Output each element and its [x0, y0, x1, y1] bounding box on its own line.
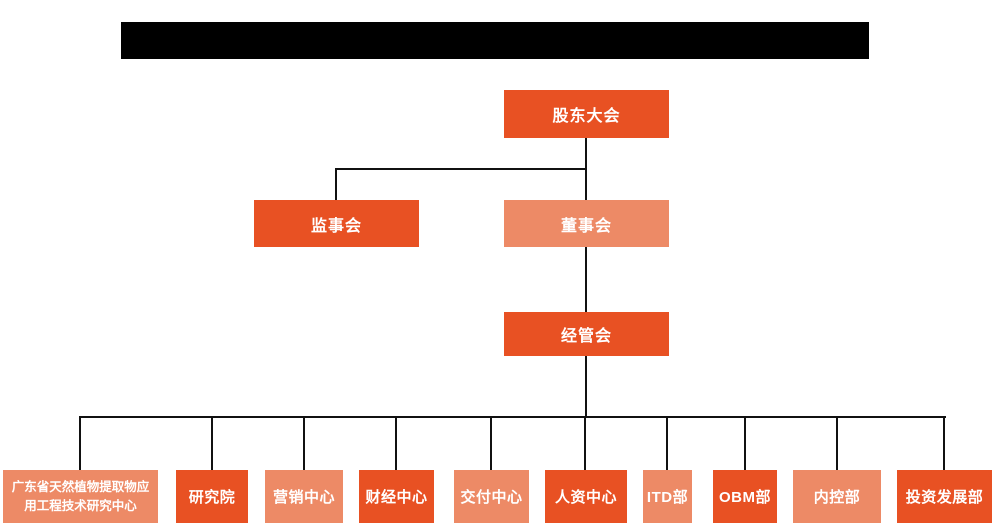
connector-drop-5 [490, 416, 492, 470]
connector-drop-4 [395, 416, 397, 470]
node-internal-control-dept: 内控部 [793, 470, 881, 523]
connector-drop-10 [943, 416, 945, 470]
node-management-committee: 经管会 [504, 312, 669, 356]
connector-drop-8 [744, 416, 746, 470]
connector-drop-2 [211, 416, 213, 470]
connector-supervisory-drop [335, 168, 337, 200]
connector-drop-9 [836, 416, 838, 470]
node-investment-development-dept: 投资发展部 [897, 470, 992, 523]
connector-board-to-management [585, 247, 587, 312]
node-supervisory-board: 监事会 [254, 200, 419, 247]
connector-drop-1 [79, 416, 81, 470]
connector-bus-horizontal [80, 416, 946, 418]
connector-branch-horizontal [335, 168, 587, 170]
node-finance-center: 财经中心 [359, 470, 434, 523]
node-shareholders-meeting: 股东大会 [504, 90, 669, 138]
connector-drop-7 [666, 416, 668, 470]
node-board-of-directors: 董事会 [504, 200, 669, 247]
node-itd-dept: ITD部 [643, 470, 692, 523]
node-delivery-center: 交付中心 [454, 470, 529, 523]
connector-management-to-bus [585, 356, 587, 417]
connector-drop-3 [303, 416, 305, 470]
node-obm-dept: OBM部 [713, 470, 777, 523]
node-hr-center: 人资中心 [545, 470, 627, 523]
connector-drop-6 [584, 416, 586, 470]
node-research-institute: 研究院 [176, 470, 248, 523]
node-research-center: 广东省天然植物提取物应用工程技术研究中心 [3, 470, 158, 523]
redacted-title-bar [121, 22, 869, 59]
node-marketing-center: 营销中心 [265, 470, 343, 523]
